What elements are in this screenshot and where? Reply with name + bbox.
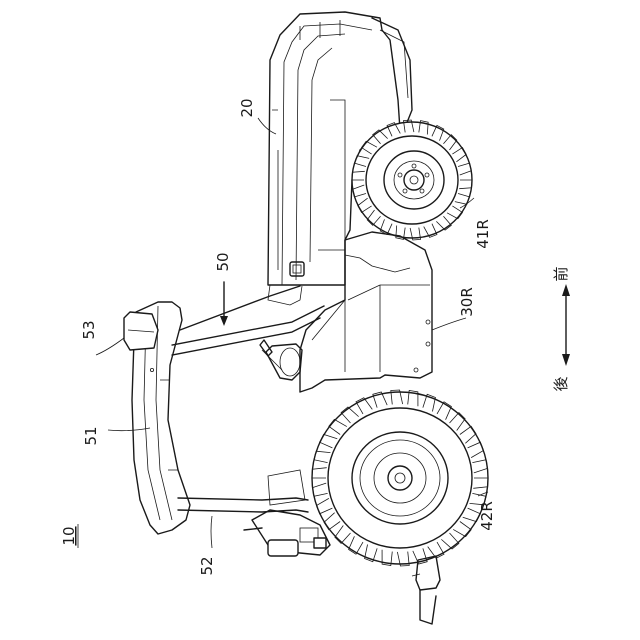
label-front-wheel: 41R — [474, 219, 492, 249]
rear-stay — [178, 498, 308, 512]
label-fender: 30R — [458, 287, 476, 317]
front-wheel — [352, 122, 472, 238]
label-roof: 51 — [82, 426, 100, 445]
front-weight — [412, 556, 440, 624]
canopy-arrow-icon — [220, 316, 228, 326]
label-canopy-assembly: 50 — [214, 252, 232, 271]
label-rear-stay: 52 — [198, 556, 216, 575]
rear-wheel — [312, 392, 488, 564]
fender — [300, 232, 432, 392]
label-vehicle: 10 — [60, 526, 78, 545]
direction-rear-label: 後 — [552, 376, 570, 391]
arrow-head-rear-icon — [562, 354, 570, 366]
steering-seat — [260, 340, 302, 380]
direction-front-label: 前 — [552, 266, 570, 281]
label-body-cover: 20 — [238, 98, 256, 117]
label-rear-wheel: 42R — [478, 501, 496, 531]
arrow-head-front-icon — [562, 284, 570, 296]
direction-indicator: 前 後 — [552, 266, 570, 391]
roof-part — [124, 312, 158, 350]
label-roof-part: 53 — [80, 320, 98, 339]
